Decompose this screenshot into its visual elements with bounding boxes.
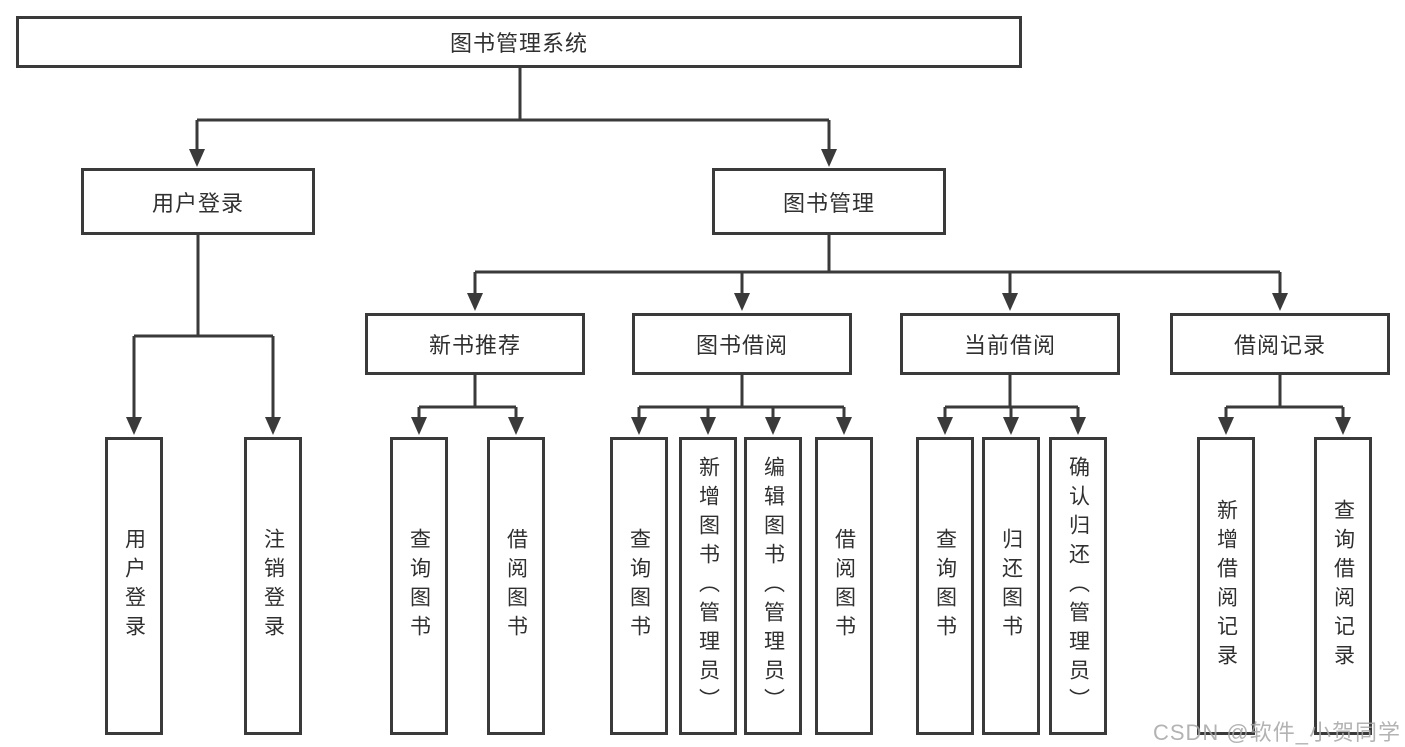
leaf-confirm-return-admin: 确认归还（管理员） (1049, 437, 1107, 735)
leaf-edit-book-admin-label: 编辑图书（管理员） (761, 455, 785, 717)
leaf-return-book: 归还图书 (982, 437, 1040, 735)
leaf-add-book-admin: 新增图书（管理员） (679, 437, 737, 735)
node-new-book-recommend: 新书推荐 (365, 313, 585, 375)
node-current-borrowing: 当前借阅 (900, 313, 1120, 375)
leaf-query-borrow-record-label: 查询借阅记录 (1331, 499, 1355, 673)
csdn-watermark: CSDN @软件_小贺同学 (1152, 720, 1401, 745)
node-book-borrowing-label: 图书借阅 (695, 333, 788, 358)
leaf-query-book-borrowing-label: 查询图书 (627, 528, 651, 644)
leaf-add-book-admin-label: 新增图书（管理员） (696, 455, 720, 717)
leaf-borrow-book: 借阅图书 (815, 437, 873, 735)
leaf-confirm-return-admin-label: 确认归还（管理员） (1066, 455, 1090, 717)
node-user-login: 用户登录 (81, 168, 315, 235)
leaf-query-book-current: 查询图书 (916, 437, 974, 735)
node-root-system-label: 图书管理系统 (449, 31, 588, 56)
leaf-borrow-book-label: 借阅图书 (832, 528, 856, 644)
leaf-query-book-recommend: 查询图书 (390, 437, 448, 735)
node-user-login-label: 用户登录 (151, 190, 244, 216)
node-borrow-records-label: 借阅记录 (1233, 333, 1326, 358)
node-book-management-label: 图书管理 (782, 190, 875, 216)
leaf-borrow-book-recommend-label: 借阅图书 (504, 528, 528, 644)
leaf-borrow-book-recommend: 借阅图书 (487, 437, 545, 735)
leaf-add-borrow-record: 新增借阅记录 (1197, 437, 1255, 735)
node-borrow-records: 借阅记录 (1170, 313, 1390, 375)
leaf-query-book-borrowing: 查询图书 (610, 437, 668, 735)
node-root-system: 图书管理系统 (16, 16, 1022, 68)
leaf-return-book-label: 归还图书 (999, 528, 1023, 644)
node-new-book-recommend-label: 新书推荐 (428, 333, 521, 358)
leaf-query-book-current-label: 查询图书 (933, 528, 957, 644)
leaf-query-book-recommend-label: 查询图书 (407, 528, 431, 644)
leaf-add-borrow-record-label: 新增借阅记录 (1214, 499, 1238, 673)
leaf-logout-label: 注销登录 (261, 528, 285, 644)
node-book-management: 图书管理 (712, 168, 946, 235)
leaf-query-borrow-record: 查询借阅记录 (1314, 437, 1372, 735)
leaf-user-login-label: 用户登录 (122, 528, 146, 644)
leaf-edit-book-admin: 编辑图书（管理员） (744, 437, 802, 735)
leaf-logout: 注销登录 (244, 437, 302, 735)
node-current-borrowing-label: 当前借阅 (963, 333, 1056, 358)
node-book-borrowing: 图书借阅 (632, 313, 852, 375)
leaf-user-login: 用户登录 (105, 437, 163, 735)
